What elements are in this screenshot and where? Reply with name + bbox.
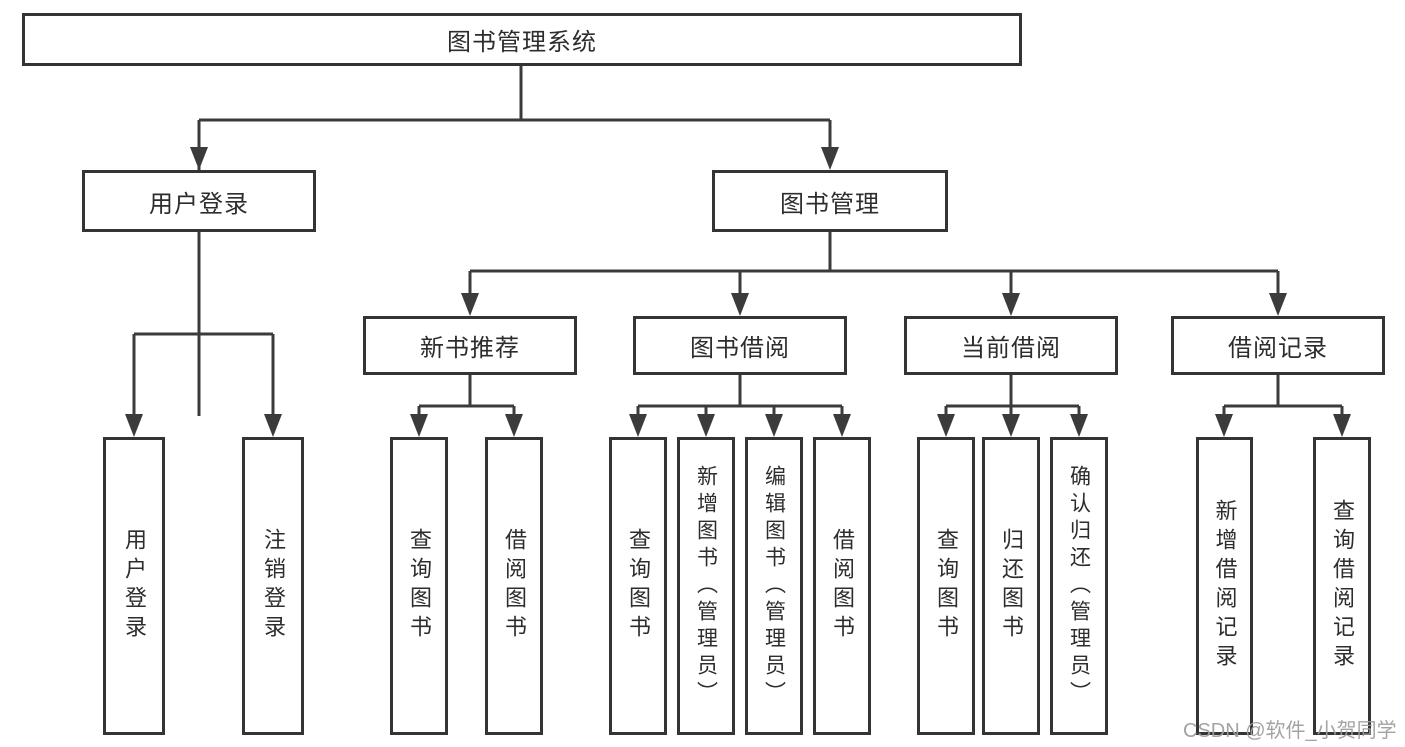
arrow-down-icon [505,414,523,437]
node-user-login-label: 用户登录 [149,190,249,218]
edge-user-login-to-leaves [132,232,275,416]
node-current-borrowing-label: 当前借阅 [961,335,1061,362]
leaf-user-login-label: 用户登录 [122,528,147,644]
leaf-edit-books-admin: 编辑图书（管理员） [745,437,803,735]
node-borrowing-records: 借阅记录 [1171,316,1385,375]
arrow-down-icon [125,414,143,437]
edge-root-to-level1 [197,66,832,416]
leaf-current-query-books-label: 查询图书 [934,528,959,644]
leaf-newrec-query-books-label: 查询图书 [407,528,432,644]
edge-line [132,232,275,416]
edge-line [417,375,516,416]
node-book-borrowing-label: 图书借阅 [690,335,790,362]
node-borrowing-records-label: 借阅记录 [1228,335,1328,362]
leaf-newrec-query-books: 查询图书 [390,437,448,735]
leaf-confirm-return-admin: 确认归还（管理员） [1050,437,1108,735]
leaf-return-books: 归还图书 [982,437,1040,735]
leaf-add-borrow-record-label: 新增借阅记录 [1212,499,1238,673]
node-user-login: 用户登录 [82,170,316,232]
node-new-book-recommend: 新书推荐 [363,316,577,375]
edge-book-mgmt-to-level2 [468,232,1280,295]
edge-current-borrow-to-leaves [944,375,1081,416]
leaf-add-books-admin-label: 新增图书（管理员） [694,464,718,708]
leaf-newrec-borrow-books-label: 借阅图书 [502,528,527,644]
leaf-current-query-books: 查询图书 [917,437,975,735]
leaf-add-books-admin: 新增图书（管理员） [677,437,735,735]
arrow-down-icon [731,293,749,316]
node-book-management: 图书管理 [712,170,948,232]
arrow-down-icon [1269,293,1287,316]
node-root-label: 图书管理系统 [447,29,597,56]
csdn-watermark: CSDN @软件_小贺同学 [1183,720,1397,742]
node-current-borrowing: 当前借阅 [904,316,1118,375]
leaf-logout-label: 注销登录 [261,528,286,644]
leaf-borrow-books: 借阅图书 [813,437,871,735]
edge-line [197,66,832,416]
leaf-newrec-borrow-books: 借阅图书 [485,437,543,735]
arrow-down-icon [1002,414,1020,437]
node-book-borrowing: 图书借阅 [633,316,847,375]
arrow-down-icon [629,414,647,437]
arrow-down-icon [190,147,208,170]
leaf-return-books-label: 归还图书 [999,528,1024,644]
leaf-logout: 注销登录 [242,437,304,735]
arrow-down-icon [1215,414,1233,437]
arrow-down-icon [697,414,715,437]
arrow-down-icon [833,414,851,437]
edge-new-books-to-leaves [417,375,516,416]
leaf-query-borrow-record: 查询借阅记录 [1313,437,1371,735]
arrow-down-icon [1070,414,1088,437]
edge-line [944,375,1081,416]
edge-line [1222,375,1344,416]
arrow-down-icon [461,293,479,316]
arrow-down-icon [1002,293,1020,316]
leaf-add-borrow-record: 新增借阅记录 [1196,437,1253,735]
leaf-borrow-query-books: 查询图书 [609,437,667,735]
node-root: 图书管理系统 [22,13,1022,66]
leaf-borrow-books-label: 借阅图书 [830,528,855,644]
leaf-query-borrow-record-label: 查询借阅记录 [1330,499,1355,673]
arrow-down-icon [937,414,955,437]
arrow-down-icon [765,414,783,437]
leaf-confirm-return-admin-label: 确认归还（管理员） [1067,464,1091,708]
edge-borrow-records-to-leaves [1222,375,1344,416]
node-book-management-label: 图书管理 [780,190,880,218]
arrow-down-icon [821,147,839,170]
leaf-user-login: 用户登录 [103,437,165,735]
leaf-edit-books-admin-label: 编辑图书（管理员） [762,464,786,708]
arrow-down-icon [1333,414,1351,437]
leaf-borrow-query-books-label: 查询图书 [626,528,651,644]
edge-line [468,232,1280,295]
arrow-down-icon [264,414,282,437]
edge-line [636,375,844,416]
edge-book-borrow-to-leaves [636,375,844,416]
node-new-book-recommend-label: 新书推荐 [420,335,520,362]
arrow-down-icon [410,414,428,437]
